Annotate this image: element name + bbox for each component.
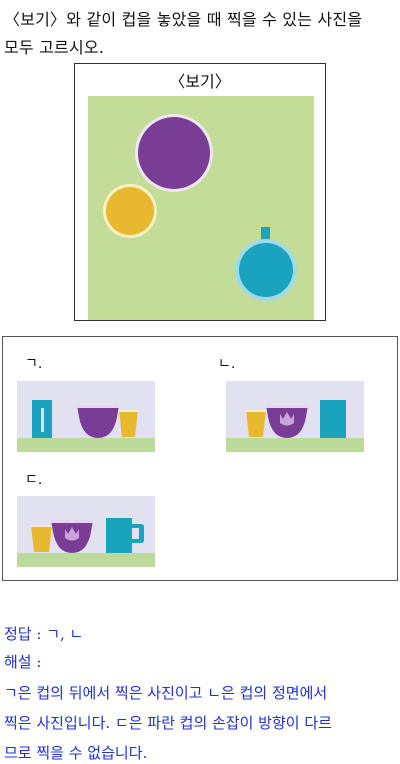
purple-bowl-side xyxy=(77,405,119,438)
top-view-mat xyxy=(88,96,314,320)
option-label-2: ㄴ. xyxy=(218,356,236,372)
tulip-icon xyxy=(65,527,79,541)
yellow-cup-side xyxy=(246,410,266,437)
reference-title: 〈보기〉 xyxy=(169,72,231,91)
photo-option-1 xyxy=(17,381,155,452)
photo-1-illustration xyxy=(17,400,155,452)
option-label-3: ㄷ. xyxy=(25,472,43,488)
explanation-line-2: 찍은 사진입니다. ㄷ은 파란 컵의 손잡이 방향이 다르 xyxy=(4,714,332,732)
teal-mug-top xyxy=(235,227,297,301)
shelf xyxy=(226,438,364,452)
purple-bowl-front xyxy=(51,520,93,553)
teal-mug-with-handle xyxy=(106,518,144,553)
yellow-cup-side xyxy=(31,525,52,552)
explanation-line-3: 므로 찍을 수 없습니다. xyxy=(4,744,148,762)
reference-box: 〈보기〉 xyxy=(74,63,326,321)
question-line-1: 〈보기〉와 같이 컵을 놓았을 때 찍을 수 있는 사진을 xyxy=(4,10,363,29)
question-line-2: 모두 고르시오. xyxy=(4,38,105,57)
teal-mug-front xyxy=(320,400,346,438)
explanation-heading: 해설 : xyxy=(4,653,42,671)
photo-option-3 xyxy=(17,496,155,567)
purple-bowl-front xyxy=(266,405,308,438)
photo-3-illustration xyxy=(17,518,155,567)
photo-2-illustration xyxy=(226,400,364,452)
top-view-illustration xyxy=(103,114,297,301)
mug-handle xyxy=(132,524,144,543)
option-label-1: ㄱ. xyxy=(25,356,43,372)
purple-bowl-top xyxy=(135,114,213,192)
yellow-cup-side xyxy=(119,410,138,437)
photo-option-2 xyxy=(226,381,364,452)
answer-line: 정답 : ㄱ, ㄴ xyxy=(4,625,84,643)
shelf xyxy=(17,438,155,452)
tulip-icon xyxy=(280,412,294,426)
shelf xyxy=(17,553,155,567)
teal-mug-back xyxy=(32,400,52,438)
yellow-cup-top xyxy=(103,184,157,238)
explanation-line-1: ㄱ은 컵의 뒤에서 찍은 사진이고 ㄴ은 컵의 정면에서 xyxy=(4,684,328,702)
options-box: ㄱ. ㄴ. xyxy=(2,336,398,581)
